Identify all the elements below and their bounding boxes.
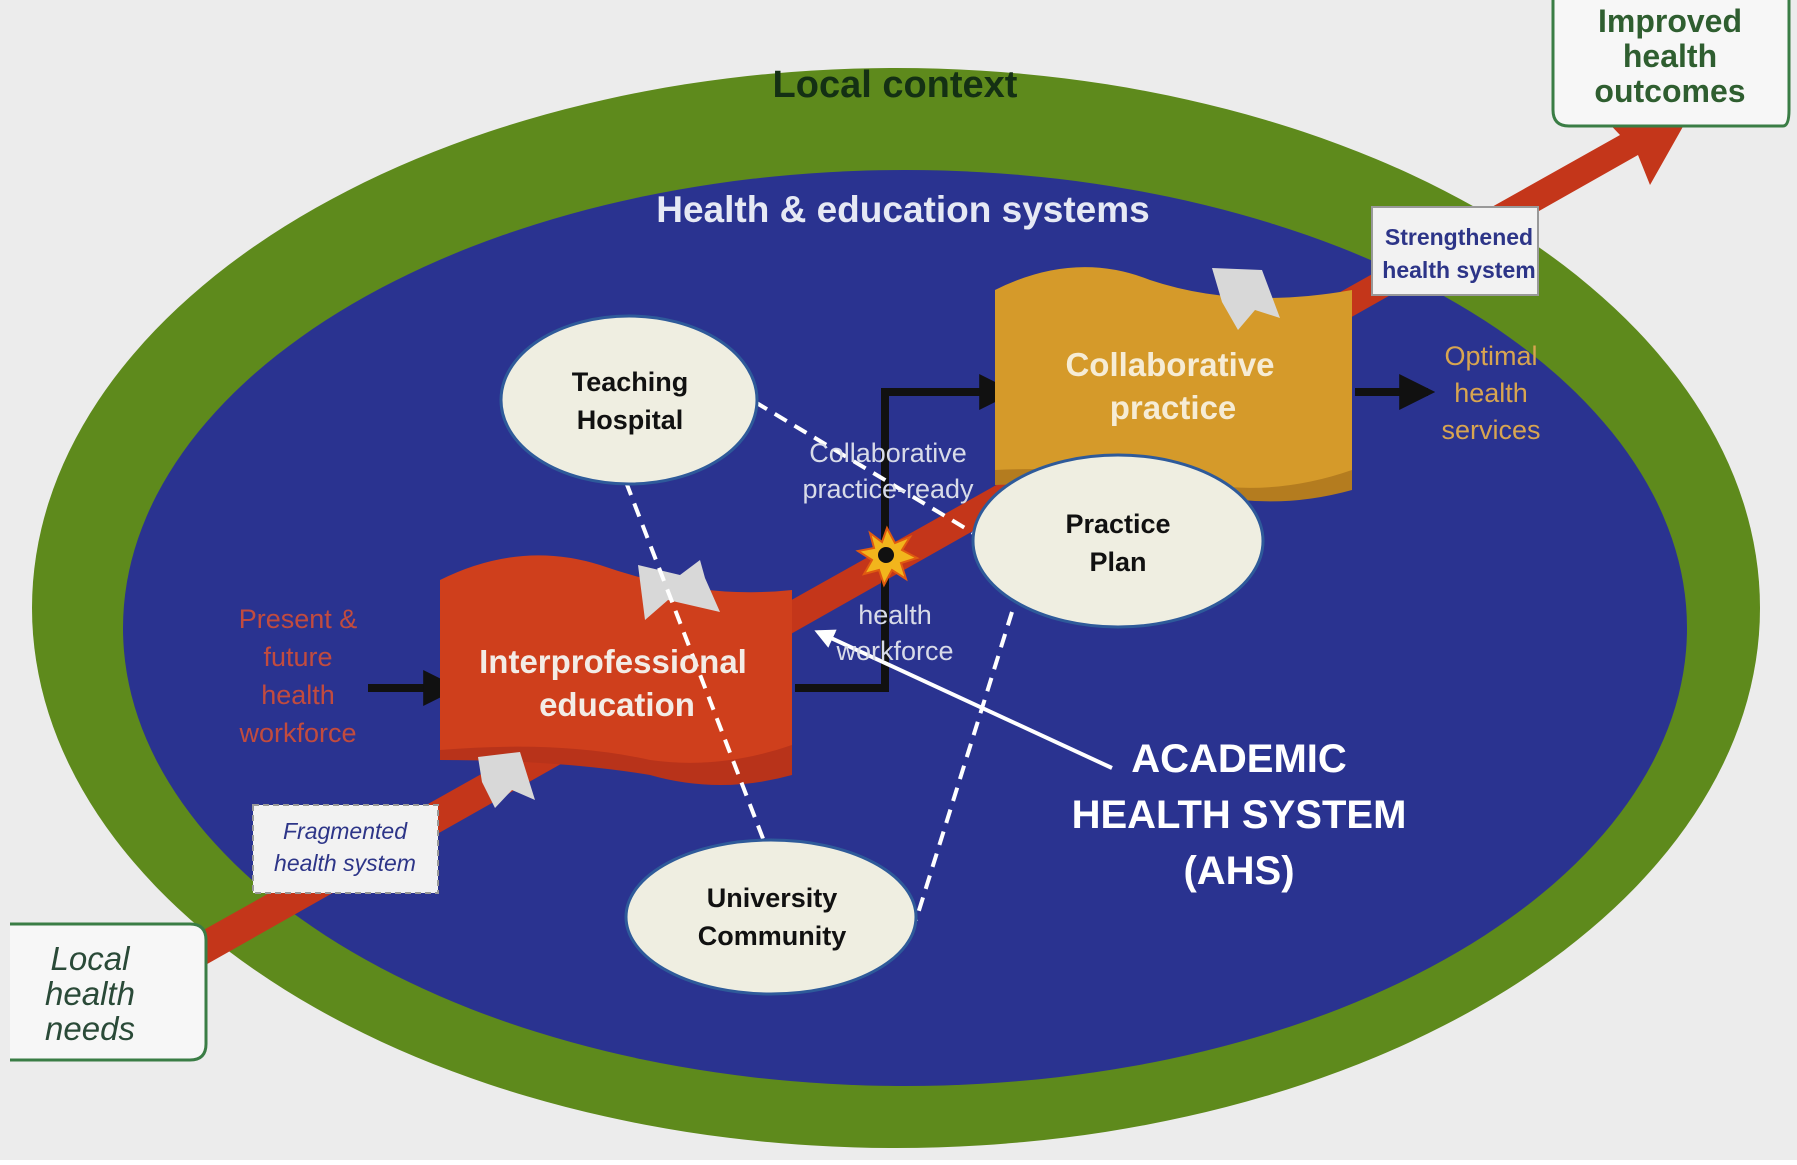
svg-text:Strengthened: Strengthened [1385,224,1533,250]
ahs-pointer-arrow [814,629,1113,770]
systems-title: Health & education systems [656,189,1149,230]
svg-text:health: health [858,600,932,630]
teaching-hospital-text: Teaching Hospital [572,367,689,435]
svg-text:Improved: Improved [1598,3,1742,39]
svg-text:HEALTH SYSTEM: HEALTH SYSTEM [1072,793,1407,837]
svg-text:Collaborative: Collaborative [809,438,967,468]
push-arrow-icon [1212,268,1280,330]
svg-text:Teaching: Teaching [572,367,689,397]
svg-text:Fragmented: Fragmented [283,818,408,844]
svg-text:ACADEMIC: ACADEMIC [1131,737,1347,781]
present-future-label: Present & future health workforce [238,604,357,748]
svg-text:health: health [1623,38,1717,74]
university-community-node [624,838,918,996]
svg-text:practice-ready: practice-ready [802,474,974,504]
svg-text:future: future [263,642,332,672]
improved-outcomes-label: Improved health outcomes [1594,3,1745,109]
svg-text:workforce: workforce [238,718,356,748]
local-needs-box [10,922,208,1062]
svg-text:needs: needs [45,1010,135,1047]
svg-text:Interprofessional: Interprofessional [479,643,747,680]
svg-text:Hospital: Hospital [577,405,684,435]
teaching-hospital-node [499,314,759,486]
push-arrow-icon [478,752,535,808]
ahs-label: ACADEMIC HEALTH SYSTEM (AHS) [1072,737,1407,893]
collaborative-practice-label: Collaborative practice [1065,346,1274,426]
ipe-label: Interprofessional education [479,643,747,723]
collab-ready-label: Collaborative practice-ready [802,438,974,504]
svg-text:Practice: Practice [1065,509,1170,539]
health-workforce-label: health workforce [835,600,953,666]
svg-text:outcomes: outcomes [1594,73,1745,109]
strengthened-label: Strengthened health system [1382,224,1535,283]
svg-text:Present &: Present & [239,604,358,634]
fragmented-box [252,804,439,894]
push-arrow-icon [638,560,720,620]
svg-text:Community: Community [698,921,847,951]
optimal-services-label: Optimal health services [1441,341,1540,445]
improved-outcomes-box [1551,0,1791,128]
cp-banner [995,267,1352,488]
svg-text:health: health [45,975,135,1012]
burst-core [878,547,894,563]
dashed-link [914,611,1014,921]
fragmented-label: Fragmented health system [274,818,416,876]
svg-text:health: health [261,680,335,710]
svg-text:(AHS): (AHS) [1183,849,1294,893]
local-needs-label: Local health needs [45,940,135,1047]
svg-text:services: services [1441,415,1540,445]
svg-text:health system: health system [1382,257,1535,283]
practice-plan-node [971,453,1265,629]
local-context-label: Local context [773,64,1018,106]
svg-text:health: health [1454,378,1528,408]
svg-text:health system: health system [274,850,416,876]
svg-text:practice: practice [1110,389,1237,426]
svg-text:education: education [539,686,695,723]
svg-text:workforce: workforce [835,636,953,666]
svg-text:Collaborative: Collaborative [1065,346,1274,383]
strengthened-box [1371,206,1539,296]
practice-plan-text: Practice Plan [1065,509,1170,577]
svg-text:Optimal: Optimal [1444,341,1537,371]
university-community-text: University Community [698,883,847,951]
svg-text:Local: Local [51,940,132,977]
svg-text:University: University [707,883,838,913]
svg-text:Plan: Plan [1089,547,1146,577]
